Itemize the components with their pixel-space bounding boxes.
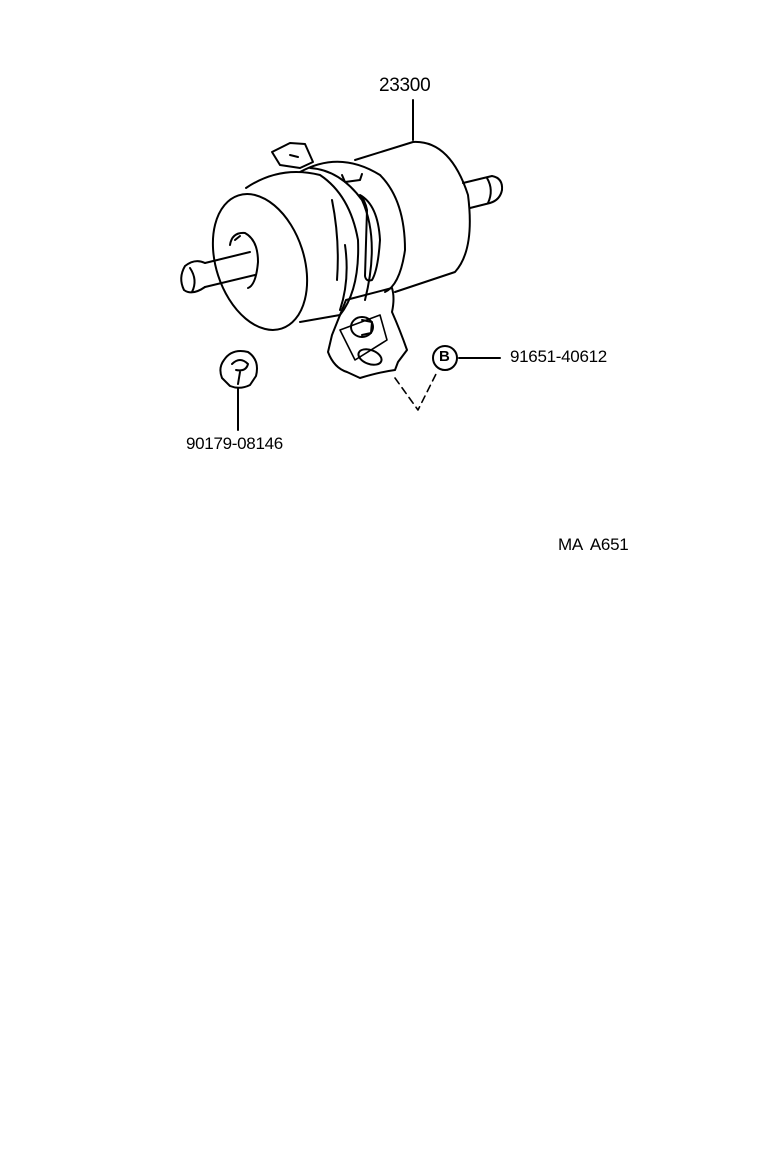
part-label-90179-08146[interactable]: 90179-08146 xyxy=(186,434,283,453)
leader-lines xyxy=(237,99,501,431)
part-label-91651-40612[interactable]: 91651-40612 xyxy=(510,347,607,366)
reference-code: MA A651 xyxy=(558,535,629,554)
callout-b xyxy=(432,345,458,371)
nut-drawing xyxy=(219,350,258,389)
callout-b-letter: B xyxy=(439,348,450,365)
part-label-23300[interactable]: 23300 xyxy=(379,75,431,96)
fuel-filter-drawing xyxy=(180,140,504,379)
